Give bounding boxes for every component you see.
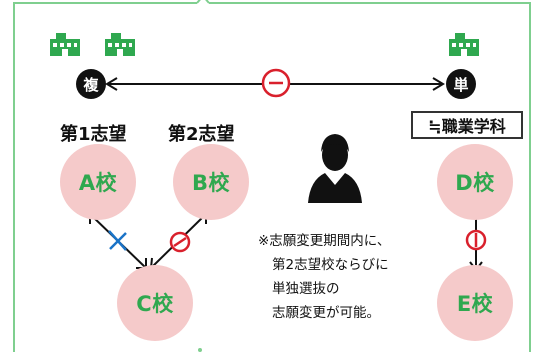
person-icon xyxy=(308,134,362,203)
category-box: ≒職業学科 xyxy=(411,111,523,139)
top-arrow-head-right xyxy=(432,77,445,91)
school-a-label: A校 xyxy=(78,171,118,195)
building-icon xyxy=(50,33,80,56)
note-text: ※志願変更期間内に、 第2志望校ならびに 単独選抜の 志願変更が可能。 xyxy=(258,229,390,325)
note-line: ※志願変更期間内に、 xyxy=(258,233,391,249)
school-b-circle: B校 xyxy=(173,144,249,220)
school-c-label: C校 xyxy=(136,292,174,316)
badge-single: 単 xyxy=(446,69,476,99)
school-a-circle: A校 xyxy=(60,144,136,220)
school-d-circle: D校 xyxy=(437,144,513,220)
school-e-circle: E校 xyxy=(437,265,513,341)
top-arrow-head-left xyxy=(105,77,118,91)
minus-circle-icon xyxy=(465,229,487,251)
school-d-label: D校 xyxy=(455,171,495,195)
note-line: 単独選抜の xyxy=(272,281,340,297)
frame-bottom-dot xyxy=(198,348,202,352)
building-icon xyxy=(449,33,479,56)
first-choice-header: 第1志望 xyxy=(60,124,127,145)
frame-border xyxy=(13,2,531,352)
note-line: 志願変更が可能。 xyxy=(272,305,380,321)
frame-top-tab xyxy=(196,0,210,4)
minus-circle-icon xyxy=(261,68,291,98)
second-choice-header: 第2志望 xyxy=(168,124,235,145)
note-line: 第2志望校ならびに xyxy=(272,257,389,273)
building-icon xyxy=(105,33,135,56)
cross-icon xyxy=(108,230,127,251)
school-e-label: E校 xyxy=(456,292,494,316)
minus-circle-icon xyxy=(169,231,191,253)
school-b-label: B校 xyxy=(191,171,230,195)
badge-multiple: 複 xyxy=(76,69,106,99)
school-c-circle: C校 xyxy=(117,265,193,341)
